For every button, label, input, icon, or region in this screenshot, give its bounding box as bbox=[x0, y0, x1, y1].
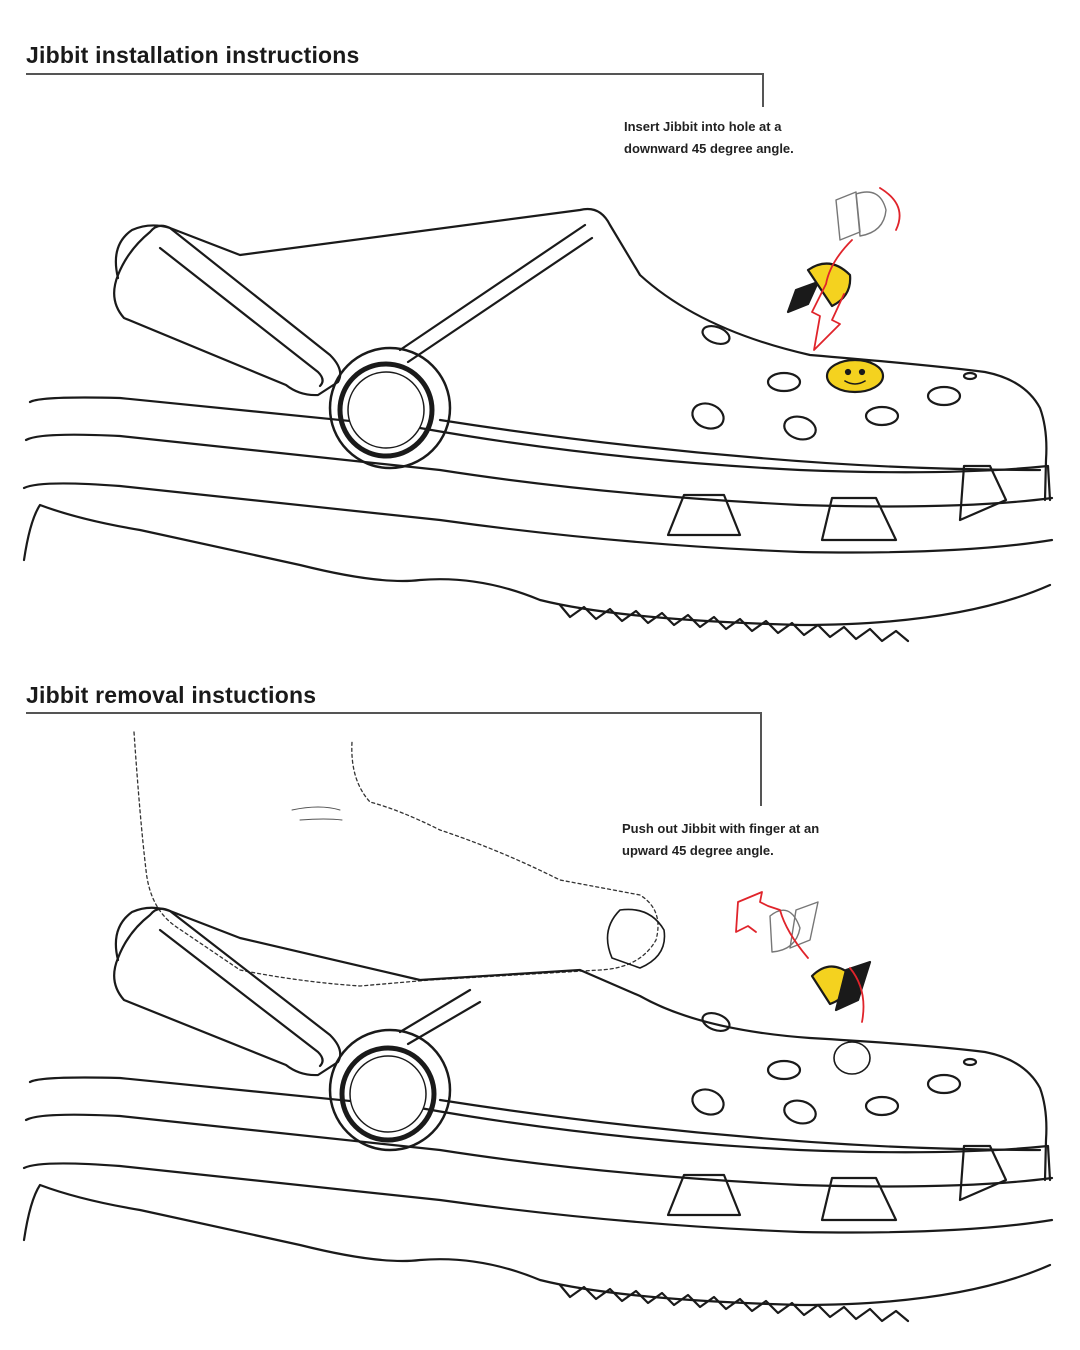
sole-mid bbox=[24, 433, 1054, 508]
vent-hole bbox=[962, 1057, 978, 1067]
installation-callout-line2: downward 45 degree angle. bbox=[624, 141, 794, 156]
strap-rivet-outer bbox=[328, 346, 452, 470]
sole-vent-3 bbox=[958, 464, 1008, 522]
insert-arrow bbox=[811, 187, 901, 351]
sole-vent-2 bbox=[820, 1176, 898, 1222]
sole-mid bbox=[24, 1113, 1054, 1188]
vent-hole bbox=[766, 1059, 802, 1081]
installation-leader-drop bbox=[762, 73, 764, 107]
strap-rivet-inner bbox=[347, 371, 425, 449]
heel-strap-inner bbox=[158, 928, 324, 1068]
removal-callout-line1: Push out Jibbit with finger at an bbox=[622, 821, 820, 836]
clog-collar bbox=[438, 1098, 1042, 1152]
strap-rivet-ring bbox=[339, 1045, 437, 1143]
jibbit-face-dot bbox=[858, 368, 866, 376]
jibbit-mid-stem bbox=[786, 280, 820, 314]
vent-hole bbox=[701, 324, 731, 346]
jibbit-face-smile bbox=[844, 380, 866, 385]
removal-section: Jibbit removal instuctions Push out Jibb… bbox=[0, 670, 1080, 1350]
sole-tread bbox=[558, 603, 910, 643]
clog-upper bbox=[114, 207, 1048, 502]
vent-hole bbox=[701, 1011, 731, 1033]
sole-band bbox=[22, 1162, 1054, 1234]
installation-leader-line bbox=[26, 73, 764, 75]
sole-vent-3 bbox=[958, 1144, 1008, 1202]
vent-hole bbox=[864, 1095, 900, 1117]
jibbit-installed bbox=[825, 358, 885, 394]
jibbit-hole-empty bbox=[833, 1041, 871, 1075]
removal-heading: Jibbit removal instuctions bbox=[26, 682, 317, 708]
vent-hole bbox=[783, 1099, 817, 1125]
heel-strap-inner bbox=[158, 246, 324, 388]
hand-outline bbox=[133, 731, 659, 987]
sole-vent-1 bbox=[666, 1173, 742, 1217]
jibbit-ghost-head bbox=[855, 191, 887, 237]
strap-rivet-outer bbox=[328, 1028, 452, 1152]
vent-hole bbox=[691, 1088, 725, 1116]
vent-hole bbox=[962, 371, 978, 381]
sole-tread bbox=[558, 1283, 910, 1323]
removal-callout-line2: upward 45 degree angle. bbox=[622, 843, 774, 858]
removal-leader-line bbox=[26, 712, 762, 714]
sole-bottom bbox=[22, 1183, 1052, 1307]
sole-bottom bbox=[22, 503, 1052, 627]
sole-band bbox=[22, 482, 1054, 554]
jibbit-face-dot bbox=[844, 368, 852, 376]
vent-hole bbox=[864, 405, 900, 427]
vent-hole bbox=[926, 385, 962, 407]
removal-leader-drop bbox=[760, 712, 762, 806]
clog-upper bbox=[114, 906, 1048, 1182]
sole-top bbox=[28, 1076, 1052, 1182]
sole-vent-2 bbox=[820, 496, 898, 542]
removal-callout: Push out Jibbit with finger at an upward… bbox=[622, 818, 819, 862]
installation-callout: Insert Jibbit into hole at a downward 45… bbox=[624, 116, 794, 160]
remove-arrow bbox=[735, 891, 865, 1023]
clog-illustration-installation bbox=[22, 187, 1054, 643]
jibbit-ghost-head bbox=[769, 909, 801, 953]
strap-rivet-ring bbox=[337, 361, 435, 459]
jibbit-mid-head bbox=[806, 262, 852, 308]
sole-top bbox=[28, 396, 1052, 502]
vent-hole bbox=[691, 402, 725, 430]
vent-hole bbox=[783, 415, 817, 441]
vent-hole bbox=[766, 371, 802, 393]
clog-vamp-line bbox=[398, 223, 594, 364]
strap-rivet-inner bbox=[349, 1055, 427, 1133]
clog-illustration-removal bbox=[22, 731, 1054, 1323]
installation-heading: Jibbit installation instructions bbox=[26, 42, 360, 68]
vent-hole bbox=[926, 1073, 962, 1095]
installation-section: Jibbit installation instructions Insert … bbox=[0, 0, 1080, 670]
sole-vent-1 bbox=[666, 493, 742, 537]
fingernail bbox=[606, 908, 666, 969]
knuckle-creases bbox=[291, 806, 343, 821]
jibbit-mid-stem bbox=[834, 960, 872, 1012]
clog-vamp-line bbox=[398, 988, 482, 1046]
clog-collar bbox=[438, 418, 1042, 472]
installation-callout-line1: Insert Jibbit into hole at a bbox=[624, 119, 782, 134]
